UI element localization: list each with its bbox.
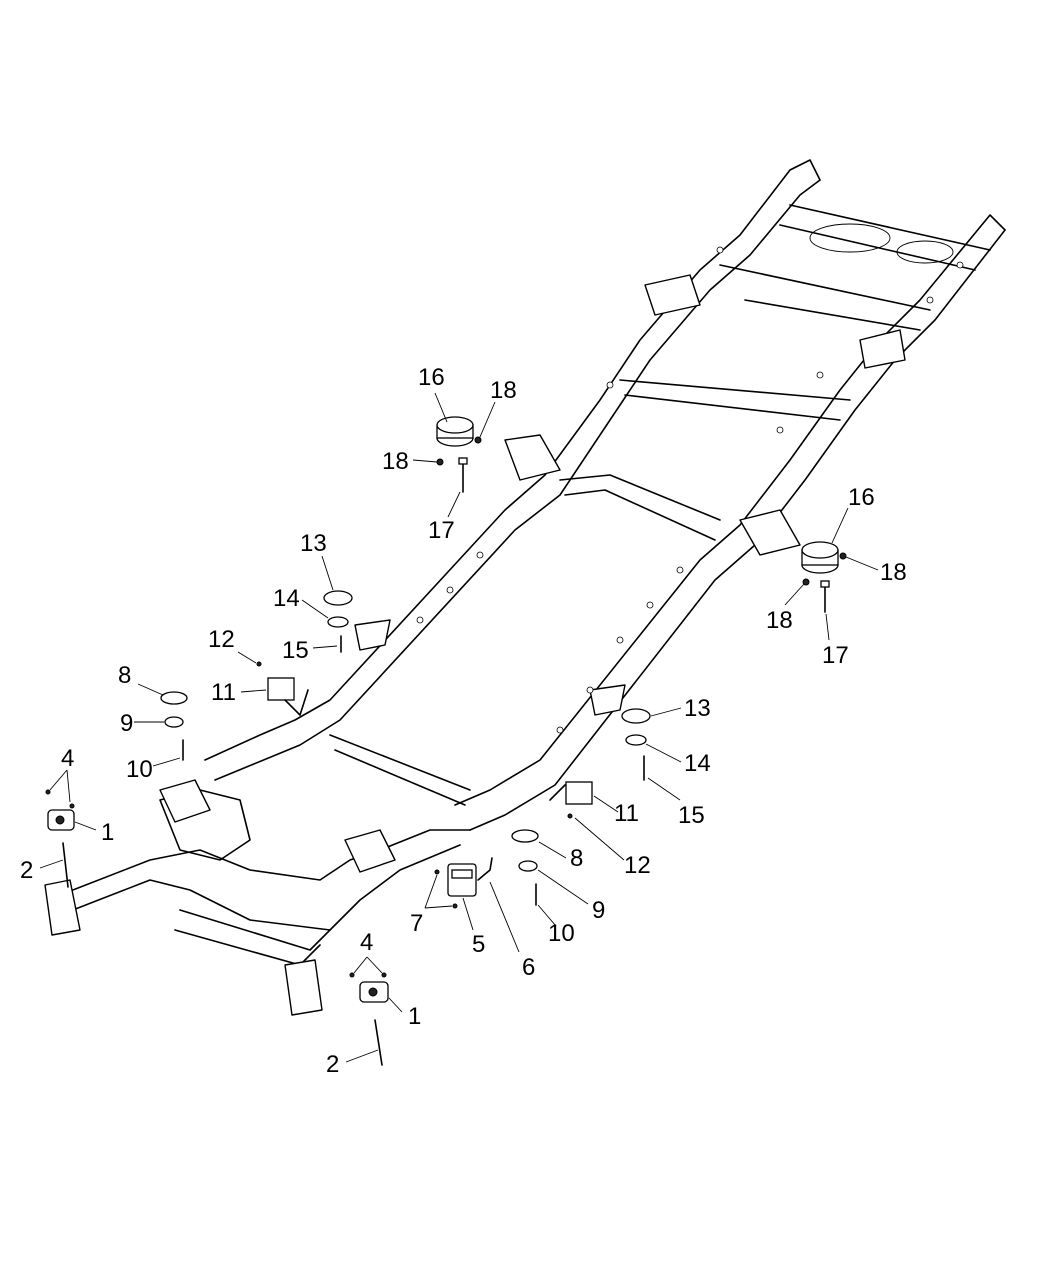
screw-7-a bbox=[434, 869, 440, 875]
callout-9: 9 bbox=[120, 710, 133, 737]
callout-2: 2 bbox=[20, 857, 33, 884]
callout-18: 18 bbox=[382, 448, 409, 475]
callout-16: 16 bbox=[848, 484, 875, 511]
nut-18-c bbox=[839, 552, 847, 560]
screw-12-right bbox=[567, 813, 573, 819]
callout-11: 11 bbox=[211, 679, 236, 706]
callout-14: 14 bbox=[684, 750, 711, 777]
callout-16: 16 bbox=[418, 364, 445, 391]
callout-15: 15 bbox=[678, 802, 705, 829]
callout-18: 18 bbox=[766, 607, 793, 634]
bolt-2-left bbox=[62, 842, 69, 888]
washer-14-right bbox=[625, 734, 647, 746]
callout-18: 18 bbox=[880, 559, 907, 586]
callout-13: 13 bbox=[684, 695, 711, 722]
callout-8: 8 bbox=[118, 662, 131, 689]
bolt-17-upper bbox=[458, 457, 468, 493]
washer-14-left bbox=[327, 616, 349, 628]
body-mount-16-upper bbox=[436, 416, 474, 447]
callout-13: 13 bbox=[300, 530, 327, 557]
callout-labels: 16 18 18 17 16 18 18 17 13 14 15 12 11 8… bbox=[20, 364, 907, 1078]
callout-8: 8 bbox=[570, 845, 583, 872]
rail-holes bbox=[416, 246, 964, 734]
callout-12: 12 bbox=[624, 852, 651, 879]
parts bbox=[45, 416, 847, 1066]
nut-4-lower-a bbox=[349, 972, 355, 978]
callout-11: 11 bbox=[614, 800, 639, 827]
callout-6: 6 bbox=[522, 954, 535, 981]
cushion-8-left bbox=[160, 691, 188, 705]
nut-4-left-a bbox=[45, 789, 51, 795]
nut-18-b bbox=[436, 458, 444, 466]
callout-2: 2 bbox=[326, 1051, 339, 1078]
callout-4: 4 bbox=[360, 929, 373, 956]
bracket-6 bbox=[477, 857, 493, 881]
callout-4: 4 bbox=[61, 745, 74, 772]
body-mount-16-right bbox=[801, 541, 839, 574]
bracket-11-left bbox=[267, 677, 309, 716]
callout-9: 9 bbox=[592, 897, 605, 924]
bolt-17-right bbox=[820, 580, 830, 613]
cushion-13-left bbox=[323, 590, 353, 606]
callout-17: 17 bbox=[428, 517, 455, 544]
engine-mount-1-left bbox=[47, 809, 75, 831]
washer-9-right bbox=[518, 860, 538, 872]
nut-18-a bbox=[474, 436, 482, 444]
engine-mount-1-lower bbox=[359, 981, 389, 1003]
screw-7-b bbox=[452, 903, 458, 909]
leader-lines bbox=[39, 392, 879, 1063]
cushion-8-right bbox=[511, 829, 539, 843]
callout-10: 10 bbox=[126, 756, 153, 783]
callout-10: 10 bbox=[548, 920, 575, 947]
bracket-11-right bbox=[549, 781, 593, 805]
nut-4-lower-b bbox=[381, 972, 387, 978]
callout-7: 7 bbox=[410, 910, 423, 937]
screw-12-left bbox=[256, 661, 262, 667]
cushion-13-right bbox=[621, 708, 651, 724]
module-5 bbox=[447, 863, 477, 897]
nut-4-left-b bbox=[69, 803, 75, 809]
washer-9-left bbox=[164, 716, 184, 728]
callout-1: 1 bbox=[408, 1003, 421, 1030]
nut-18-d bbox=[802, 578, 810, 586]
callout-5: 5 bbox=[472, 931, 485, 958]
callout-14: 14 bbox=[273, 585, 300, 612]
bolt-2-lower bbox=[374, 1019, 383, 1066]
callout-15: 15 bbox=[282, 637, 309, 664]
callout-18: 18 bbox=[490, 377, 517, 404]
callout-12: 12 bbox=[208, 626, 235, 653]
callout-17: 17 bbox=[822, 642, 849, 669]
frame-assembly bbox=[44, 159, 1006, 1016]
callout-1: 1 bbox=[101, 819, 114, 846]
